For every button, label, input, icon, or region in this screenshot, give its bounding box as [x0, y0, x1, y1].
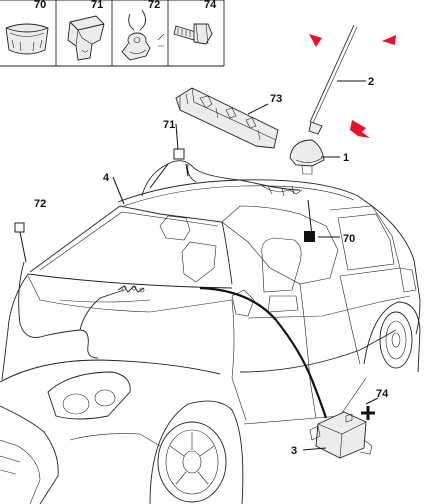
bracket [175, 87, 279, 149]
part-ref-70: 70 [34, 0, 46, 11]
part-ref-72: 72 [148, 0, 160, 11]
callout-clips: 71 [163, 119, 175, 131]
car-body [0, 179, 421, 504]
callout-amplifier-module: 3 [291, 445, 297, 457]
callout-screw: 74 [376, 388, 389, 400]
callout-antenna-mast: 2 [368, 76, 374, 88]
clip-marker [173, 148, 185, 160]
cable-clip-marker [14, 222, 25, 233]
screw-icon [173, 23, 213, 45]
antenna-base [289, 139, 325, 175]
leader-lines [19, 80, 379, 451]
insert-icon [5, 23, 49, 55]
amplifier-cable [199, 286, 328, 419]
part-ref-71: 71 [91, 0, 103, 11]
callout-bracket: 73 [270, 93, 282, 105]
callout-cable-clip: 72 [34, 198, 46, 210]
antenna-mast [308, 24, 358, 135]
callout-antenna-base: 1 [343, 152, 349, 164]
red-arrow-icon [309, 34, 396, 138]
insert-marker [304, 231, 315, 242]
callout-cable-harness: 4 [103, 172, 110, 184]
cable-harness [18, 160, 303, 359]
screw-marker [361, 406, 375, 420]
callout-insert: 70 [343, 233, 355, 245]
amplifier-module [309, 411, 373, 459]
clip-icon [67, 15, 105, 61]
cable-clip-icon [121, 9, 165, 61]
part-ref-74: 74 [204, 0, 217, 11]
parts-strip: 70 71 72 74 [0, 0, 225, 67]
